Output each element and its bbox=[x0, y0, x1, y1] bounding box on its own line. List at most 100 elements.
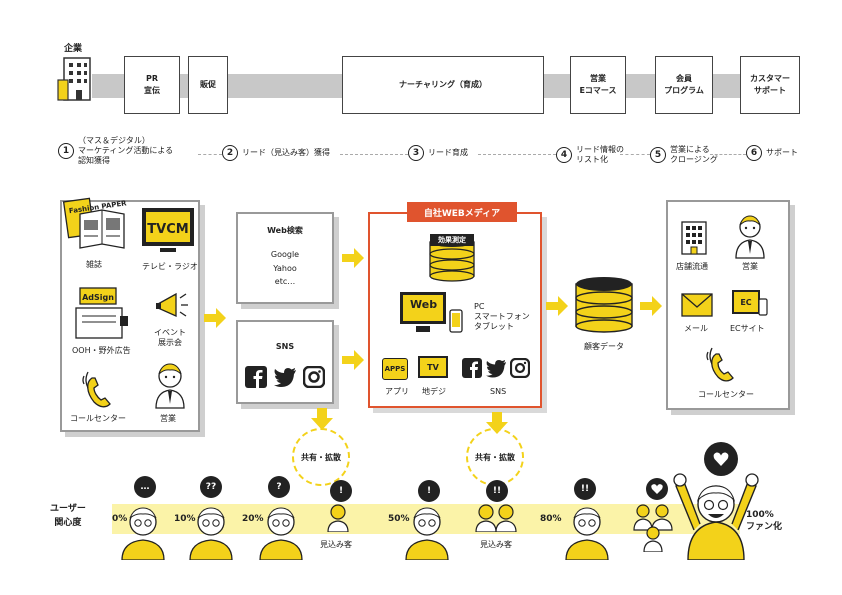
sales-label: 営業 bbox=[742, 262, 758, 271]
ec-icon: EC bbox=[732, 290, 760, 314]
prospect-group-icon bbox=[633, 504, 673, 552]
apps-icon: APPS bbox=[382, 358, 408, 380]
step-connector bbox=[710, 154, 746, 155]
heart-icon bbox=[651, 484, 663, 494]
thought-bubble: ! bbox=[330, 480, 352, 502]
owned-media-title: 自社WEBメディア bbox=[407, 202, 517, 222]
building-icon bbox=[57, 57, 91, 101]
step-text-line: クロージング bbox=[670, 155, 718, 164]
facebook-icon bbox=[462, 358, 482, 378]
step-text: （マス＆デジタル） マーケティング活動による 認知獲得 bbox=[78, 136, 173, 166]
sns-icons bbox=[238, 366, 332, 388]
instagram-icon bbox=[510, 358, 530, 378]
ec-label: ECサイト bbox=[730, 324, 765, 333]
tv-label: テレビ・ラジオ bbox=[142, 262, 198, 271]
stage-support-label: カスタマー サポート bbox=[750, 74, 790, 95]
salesperson-icon bbox=[735, 215, 765, 259]
callcenter-label: コールセンター bbox=[70, 414, 126, 423]
step-5: 5 営業による クロージング bbox=[650, 145, 718, 165]
step-1: 1 （マス＆デジタル） マーケティング活動による 認知獲得 bbox=[58, 136, 173, 166]
heart-bubble bbox=[704, 442, 738, 476]
step-text-line: 営業による bbox=[670, 145, 710, 154]
level-label: 80% bbox=[540, 514, 562, 524]
step-number: 4 bbox=[556, 147, 572, 163]
stage-member-label: 会員 プログラム bbox=[664, 74, 704, 95]
twitter-icon bbox=[486, 360, 506, 378]
thought-bubble: … bbox=[134, 476, 156, 498]
stage-pr-label: PR 宣伝 bbox=[144, 74, 160, 95]
mail-icon bbox=[681, 293, 713, 317]
step-text: 営業による クロージング bbox=[670, 145, 718, 165]
arrow-right-icon bbox=[546, 296, 568, 316]
arrow-down-icon bbox=[486, 412, 508, 434]
adsign-text: AdSign bbox=[82, 293, 114, 302]
devices-icon bbox=[400, 292, 463, 333]
company-label: 企業 bbox=[64, 44, 83, 54]
stage-support: カスタマー サポート bbox=[740, 56, 800, 114]
web-search-list: Google Yahoo etc… bbox=[238, 248, 332, 289]
devices-label: PC スマートフォン タブレット bbox=[474, 302, 530, 331]
step-number: 3 bbox=[408, 145, 424, 161]
sns-box: SNS bbox=[236, 320, 334, 404]
web-search-item: etc… bbox=[274, 277, 296, 287]
store-building-icon bbox=[681, 221, 707, 255]
event-label: イベント 展示会 bbox=[154, 328, 186, 347]
phone-icon bbox=[706, 347, 734, 382]
callcenter-label: コールセンター bbox=[698, 390, 754, 399]
stage-nurture-label: ナーチャリング（育成） bbox=[399, 80, 487, 89]
level-label: 0% bbox=[112, 514, 128, 524]
step-4: 4 リード情報の リスト化 bbox=[556, 145, 624, 165]
thought-bubble: !! bbox=[574, 478, 596, 500]
mail-label: メール bbox=[684, 324, 708, 333]
share-label: 共有・拡散 bbox=[475, 452, 515, 462]
arrow-right-icon bbox=[342, 350, 364, 370]
facebook-icon bbox=[245, 366, 267, 388]
tv-small-icon: TV bbox=[418, 356, 448, 378]
step-text-line: リスト化 bbox=[576, 155, 608, 164]
magazine-icon: Fashion PAPER bbox=[62, 197, 128, 249]
step-2: 2 リード（見込み客）獲得 bbox=[222, 145, 330, 161]
step-number: 5 bbox=[650, 147, 666, 163]
stage-promo: 販促 bbox=[188, 56, 228, 114]
sns-title: SNS bbox=[275, 342, 295, 351]
step-text: リード育成 bbox=[428, 148, 468, 157]
step-number: 2 bbox=[222, 145, 238, 161]
phone-icon bbox=[82, 371, 111, 408]
step-connector bbox=[340, 154, 408, 155]
stage-sales-label: 営業 Eコマース bbox=[579, 74, 617, 95]
heart-bubble bbox=[646, 478, 668, 500]
fan-person-icon bbox=[673, 473, 759, 560]
megaphone-icon bbox=[156, 292, 188, 318]
step-6: 6 サポート bbox=[746, 145, 798, 161]
level-label: 50% bbox=[388, 514, 410, 524]
level-label: 100% ファン化 bbox=[746, 510, 783, 532]
user-person-icon bbox=[121, 507, 165, 560]
thought-bubble: ?? bbox=[200, 476, 222, 498]
interest-label: ユーザー 関心度 bbox=[50, 504, 86, 528]
store-label: 店舗流通 bbox=[676, 262, 708, 271]
salesperson-icon bbox=[155, 363, 185, 409]
digital-tv-label: 地デジ bbox=[422, 387, 446, 396]
step-number: 1 bbox=[58, 143, 74, 159]
arrow-right-icon bbox=[342, 248, 364, 268]
web-search-item: Google bbox=[270, 250, 300, 259]
step-connector bbox=[478, 154, 556, 155]
magazine-label: 雑誌 bbox=[86, 260, 102, 269]
ooh-label: OOH・野外広告 bbox=[72, 346, 131, 355]
step-3: 3 リード育成 bbox=[408, 145, 468, 161]
step-text-line: （マス＆デジタル） bbox=[78, 136, 150, 145]
user-person-icon bbox=[565, 507, 609, 560]
billboard-icon: AdSign bbox=[75, 287, 128, 339]
web-search-item: Yahoo bbox=[273, 263, 297, 273]
thought-bubble: ! bbox=[418, 480, 440, 502]
thought-bubble: ? bbox=[268, 476, 290, 498]
user-person-icon bbox=[259, 507, 303, 560]
sales-label: 営業 bbox=[160, 414, 176, 423]
smartphone-icon bbox=[758, 298, 768, 316]
web-search-box: Web検索 Google Yahoo etc… bbox=[236, 212, 334, 304]
tvcm-text: TVCM bbox=[147, 222, 188, 237]
media-sns-label: SNS bbox=[490, 387, 507, 396]
prospect-group-icon bbox=[475, 504, 517, 532]
prospect-label: 見込み客 bbox=[320, 540, 352, 549]
measure-badge: 効果測定 bbox=[430, 234, 474, 246]
